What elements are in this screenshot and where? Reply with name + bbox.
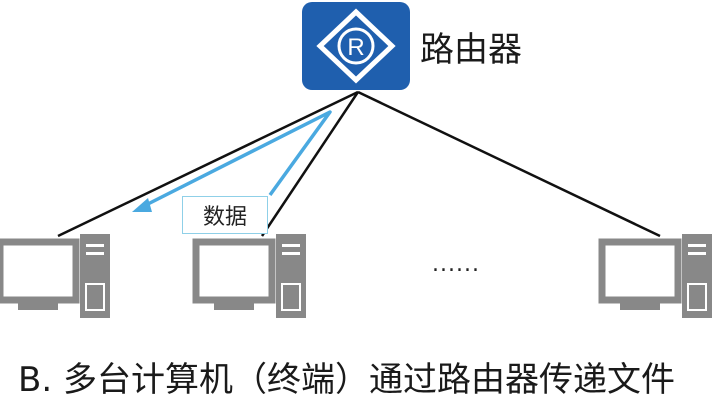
computer-icon [192, 234, 306, 318]
computer-icon [0, 234, 110, 318]
data-tag: 数据 [182, 196, 268, 234]
link-to-computer-1 [57, 90, 359, 238]
data-transfer-arrow [132, 110, 332, 212]
router-icon: R [302, 2, 410, 90]
figure-caption: B. 多台计算机（终端）通过路由器传递文件 [18, 360, 675, 400]
link-to-computer-n [357, 90, 661, 238]
more-computers-ellipsis: ...... [432, 252, 480, 277]
router-label: 路由器 [420, 30, 522, 70]
link-to-computer-2 [260, 91, 360, 237]
router-icon-letter: R [347, 34, 364, 61]
computer-icon [598, 234, 712, 318]
